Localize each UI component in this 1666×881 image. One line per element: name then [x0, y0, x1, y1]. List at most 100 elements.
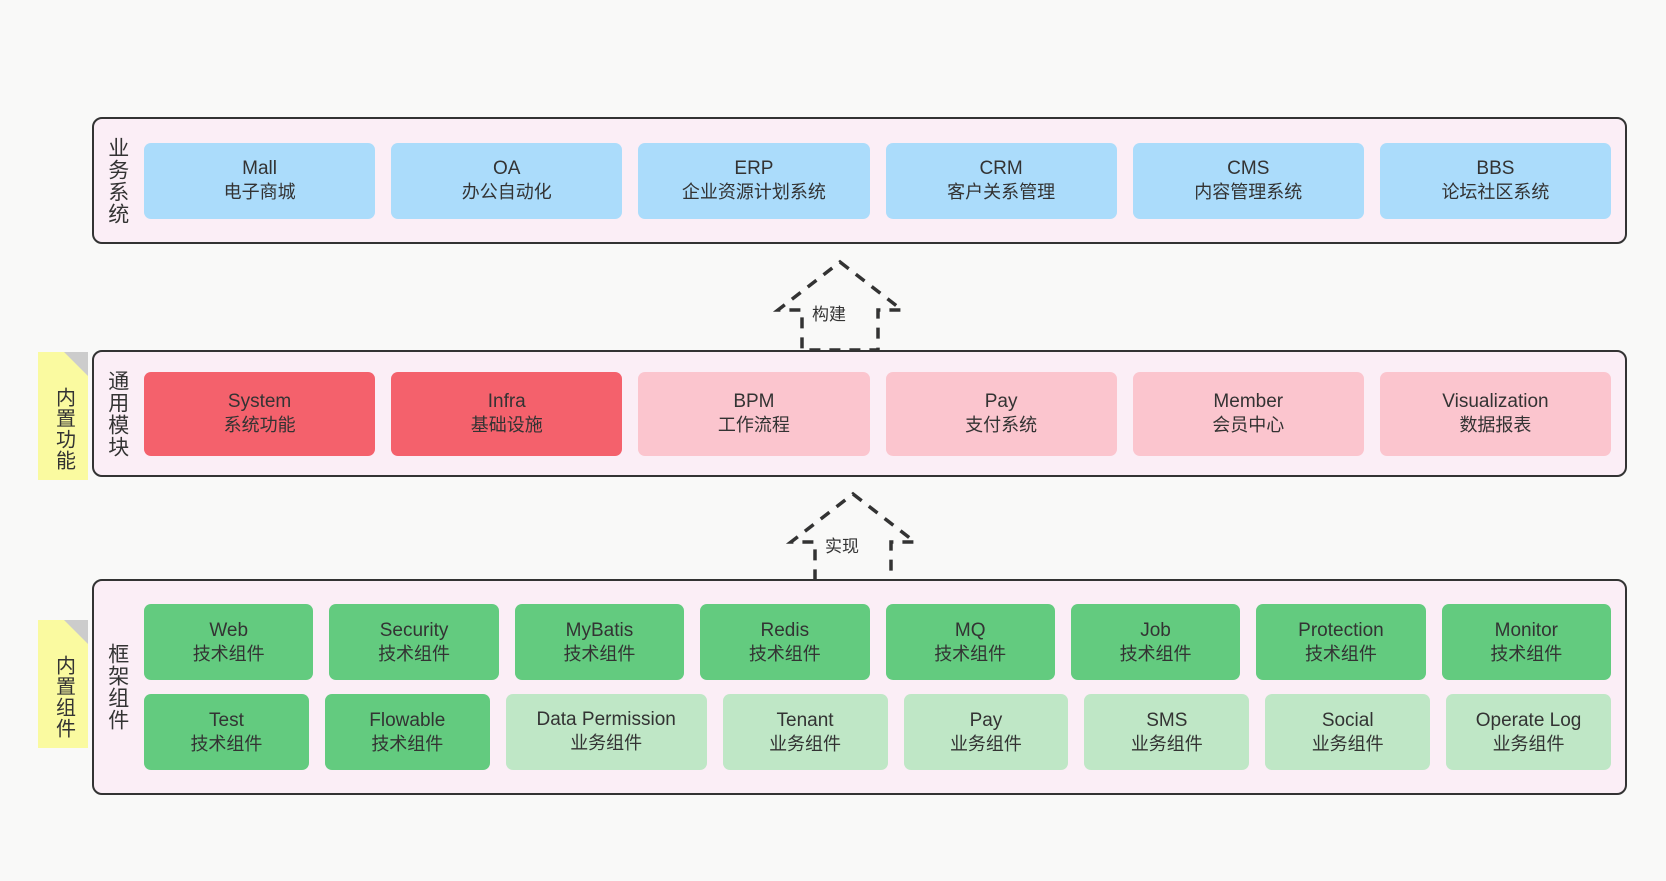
card-erp-en: ERP: [734, 158, 774, 180]
card-visualization[interactable]: Visualization 数据报表: [1379, 371, 1612, 456]
card-data-permission-cn: 业务组件: [570, 733, 643, 753]
connector-build-label: 构建: [812, 305, 846, 324]
card-cms-cn: 内容管理系统: [1194, 182, 1303, 203]
card-test-en: Test: [209, 709, 244, 731]
card-mybatis-en: MyBatis: [565, 619, 634, 641]
card-data-permission-en: Data Permission: [536, 709, 676, 731]
card-redis-en: Redis: [760, 619, 810, 641]
card-pay-component-cn: 业务组件: [949, 733, 1022, 754]
card-crm-en: CRM: [979, 158, 1023, 180]
layer-framework-components-title: 框架组件: [105, 643, 129, 731]
card-oa-cn: 办公自动化: [461, 182, 552, 203]
card-test-cn: 技术组件: [190, 733, 263, 754]
card-security-cn: 技术组件: [378, 643, 451, 664]
framework-row-business: Test 技术组件 Flowable 技术组件 Data Permission …: [144, 694, 1611, 770]
card-cms-en: CMS: [1227, 158, 1270, 180]
card-pay-component-en: Pay: [969, 709, 1003, 731]
card-security-en: Security: [379, 619, 449, 641]
card-test[interactable]: Test 技术组件: [144, 694, 309, 770]
card-cms[interactable]: CMS 内容管理系统: [1132, 142, 1364, 219]
card-tenant-en: Tenant: [776, 709, 834, 731]
card-social-cn: 业务组件: [1311, 733, 1384, 754]
card-member[interactable]: Member 会员中心: [1132, 371, 1364, 456]
connector-implement: 实现: [773, 490, 933, 585]
card-pay-module-cn: 支付系统: [965, 415, 1038, 436]
card-visualization-en: Visualization: [1442, 391, 1549, 413]
card-job-en: Job: [1140, 619, 1171, 641]
card-bpm-cn: 工作流程: [717, 415, 790, 436]
card-member-cn: 会员中心: [1212, 415, 1285, 436]
card-pay-component[interactable]: Pay 业务组件: [903, 694, 1069, 770]
layer-common-modules-body: System 系统功能 Infra 基础设施 BPM 工作流程 Pay 支付系统…: [140, 352, 1625, 475]
card-mq-cn: 技术组件: [934, 643, 1007, 664]
card-crm[interactable]: CRM 客户关系管理: [885, 142, 1117, 219]
layer-framework-components-body: Web 技术组件 Security 技术组件 MyBatis 技术组件 Redi…: [140, 581, 1625, 793]
note-builtin-features-label: 内置功能: [52, 387, 75, 471]
card-sms-en: SMS: [1146, 709, 1188, 731]
card-bpm[interactable]: BPM 工作流程: [638, 371, 870, 456]
card-social-en: Social: [1321, 709, 1374, 731]
card-tenant[interactable]: Tenant 业务组件: [722, 694, 888, 770]
card-flowable-en: Flowable: [369, 709, 446, 731]
layer-framework-components: 框架组件 Web 技术组件 Security 技术组件 MyBatis 技术组件…: [92, 579, 1627, 795]
card-security[interactable]: Security 技术组件: [329, 604, 499, 680]
card-mall[interactable]: Mall 电子商城: [144, 142, 376, 219]
card-data-permission[interactable]: Data Permission 业务组件: [505, 694, 707, 770]
card-infra-cn: 基础设施: [470, 415, 543, 436]
card-protection-cn: 技术组件: [1304, 643, 1377, 664]
card-protection[interactable]: Protection 技术组件: [1256, 604, 1426, 680]
card-bbs[interactable]: BBS 论坛社区系统: [1379, 142, 1612, 219]
card-flowable-cn: 技术组件: [371, 733, 444, 754]
card-oa[interactable]: OA 办公自动化: [391, 142, 623, 219]
note-builtin-components: 内置组件: [38, 620, 88, 748]
card-job-cn: 技术组件: [1119, 643, 1192, 664]
card-flowable[interactable]: Flowable 技术组件: [324, 694, 490, 770]
card-protection-en: Protection: [1298, 619, 1384, 641]
card-sms-cn: 业务组件: [1130, 733, 1203, 754]
card-job[interactable]: Job 技术组件: [1070, 604, 1241, 680]
card-redis-cn: 技术组件: [748, 643, 821, 664]
card-erp[interactable]: ERP 企业资源计划系统: [638, 142, 870, 219]
card-monitor-cn: 技术组件: [1490, 643, 1563, 664]
card-operate-log-en: Operate Log: [1475, 709, 1582, 731]
note-builtin-components-label: 内置组件: [52, 655, 75, 739]
connector-implement-label: 实现: [825, 537, 859, 556]
card-mall-cn: 电子商城: [223, 182, 296, 203]
card-mall-en: Mall: [242, 158, 277, 180]
card-oa-en: OA: [493, 158, 521, 180]
note-builtin-features: 内置功能: [38, 352, 88, 480]
connector-build: 构建: [760, 258, 920, 353]
layer-common-modules-title: 通用模块: [105, 369, 129, 458]
card-operate-log[interactable]: Operate Log 业务组件: [1446, 694, 1611, 770]
card-web[interactable]: Web 技术组件: [144, 604, 314, 680]
card-crm-cn: 客户关系管理: [947, 182, 1056, 203]
card-system-cn: 系统功能: [223, 415, 296, 436]
layer-business-systems: 业务系统 Mall 电子商城 OA 办公自动化 ERP 企业资源计划系统 CRM…: [92, 117, 1627, 244]
layer-common-modules: 通用模块 System 系统功能 Infra 基础设施 BPM 工作流程 Pay…: [92, 350, 1627, 477]
card-social[interactable]: Social 业务组件: [1265, 694, 1431, 770]
card-bbs-cn: 论坛社区系统: [1441, 182, 1550, 203]
card-sms[interactable]: SMS 业务组件: [1084, 694, 1250, 770]
layer-business-systems-title: 业务系统: [105, 136, 129, 225]
card-monitor[interactable]: Monitor 技术组件: [1441, 604, 1611, 680]
card-erp-cn: 企业资源计划系统: [681, 182, 826, 203]
card-system-en: System: [227, 391, 292, 413]
card-mybatis[interactable]: MyBatis 技术组件: [514, 604, 685, 680]
card-web-cn: 技术组件: [192, 643, 265, 664]
card-bbs-en: BBS: [1476, 158, 1515, 180]
card-monitor-en: Monitor: [1494, 619, 1558, 641]
framework-row-technical: Web 技术组件 Security 技术组件 MyBatis 技术组件 Redi…: [144, 604, 1611, 680]
card-tenant-cn: 业务组件: [769, 733, 842, 754]
card-redis[interactable]: Redis 技术组件: [700, 604, 870, 680]
card-mq-en: MQ: [954, 619, 986, 641]
card-mq[interactable]: MQ 技术组件: [885, 604, 1055, 680]
card-system[interactable]: System 系统功能: [144, 371, 376, 456]
card-mybatis-cn: 技术组件: [563, 643, 636, 664]
card-pay-module[interactable]: Pay 支付系统: [885, 371, 1117, 456]
card-bpm-en: BPM: [733, 391, 775, 413]
card-visualization-cn: 数据报表: [1459, 415, 1532, 436]
card-infra[interactable]: Infra 基础设施: [391, 371, 623, 456]
card-pay-module-en: Pay: [984, 391, 1018, 413]
card-operate-log-cn: 业务组件: [1492, 733, 1565, 754]
